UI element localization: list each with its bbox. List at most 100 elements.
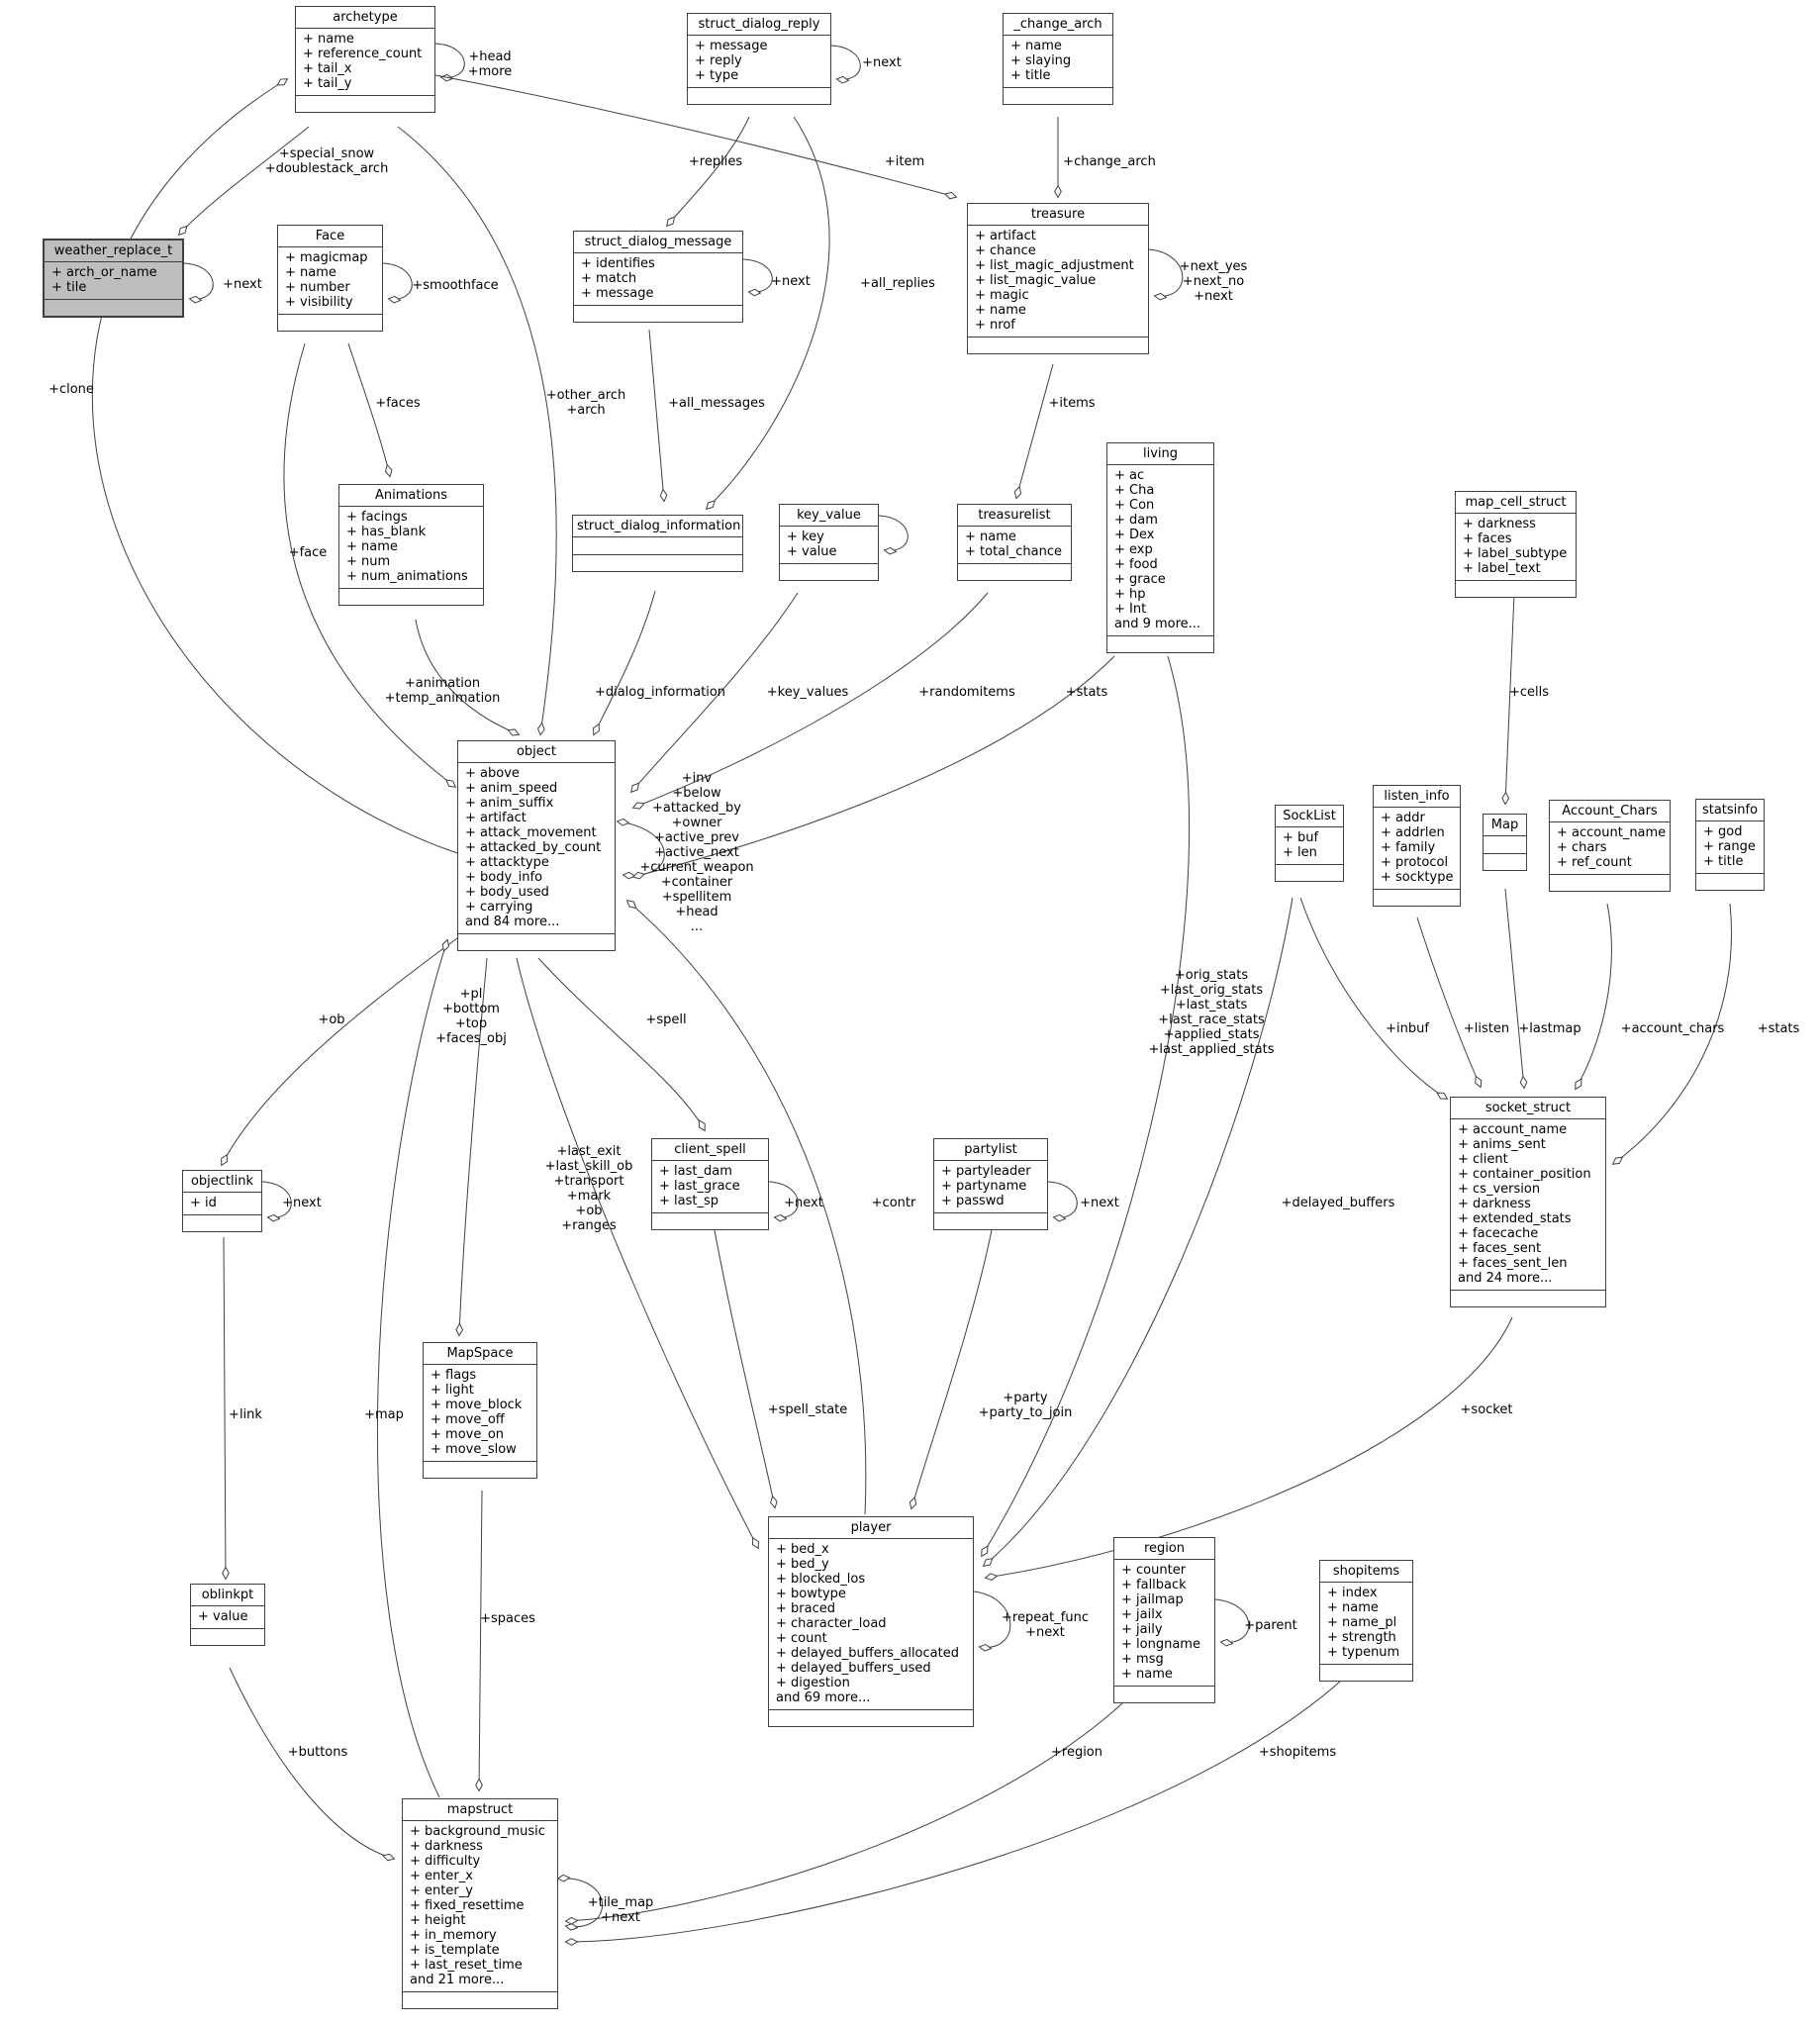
class-attribute: + addrlen	[1381, 825, 1445, 840]
class-attribute: + character_load	[776, 1616, 887, 1631]
class-attributes: + arch_or_name+ tile	[45, 262, 182, 300]
class-box-statsinfo[interactable]: statsinfo+ god+ range+ title	[1695, 799, 1765, 891]
class-box-player[interactable]: player+ bed_x+ bed_y+ blocked_los+ bowty…	[768, 1516, 974, 1727]
class-attribute: + title	[1703, 854, 1744, 869]
class-attributes: + last_dam+ last_grace+ last_sp	[652, 1161, 768, 1213]
edge-label-line: +last_stats	[1175, 998, 1248, 1013]
class-title: listen_info	[1374, 786, 1460, 808]
class-box-object[interactable]: object+ above+ anim_speed+ anim_suffix+ …	[457, 740, 616, 951]
edge-label-line: +applied_stats	[1163, 1027, 1260, 1042]
edge-label-line: +dialog_information	[594, 685, 726, 700]
class-box-Animations[interactable]: Animations+ facings+ has_blank+ name+ nu…	[338, 484, 484, 606]
class-box-weather_replace_t[interactable]: weather_replace_t+ arch_or_name+ tile	[43, 239, 184, 318]
class-attributes: + message+ reply+ type	[688, 36, 830, 88]
class-box-objectlink[interactable]: objectlink+ id	[182, 1170, 262, 1232]
edge-label-line: +mark	[566, 1189, 612, 1204]
class-methods-empty	[1374, 890, 1460, 906]
class-attribute: + last_dam	[659, 1164, 732, 1179]
class-attribute: + Dex	[1114, 528, 1155, 542]
class-box-listen_info[interactable]: listen_info+ addr+ addrlen+ family+ prot…	[1373, 785, 1461, 907]
class-box-Account_Chars[interactable]: Account_Chars+ account_name+ chars+ ref_…	[1549, 800, 1671, 892]
class-box-map_cell_struct[interactable]: map_cell_struct+ darkness+ faces+ label_…	[1455, 491, 1577, 598]
class-box-archetype[interactable]: archetype+ name+ reference_count+ tail_x…	[295, 6, 435, 113]
class-methods-empty	[688, 88, 830, 104]
class-box-region[interactable]: region+ counter+ fallback+ jailmap+ jail…	[1113, 1537, 1215, 1703]
edge-label-line: +item	[884, 154, 925, 169]
class-box-treasurelist[interactable]: treasurelist+ name+ total_chance	[957, 504, 1072, 581]
class-title: Map	[1484, 815, 1526, 836]
class-attribute: + chance	[975, 243, 1036, 258]
class-box-MapSpace[interactable]: MapSpace+ flags+ light+ move_block+ move…	[423, 1342, 537, 1479]
class-methods-empty	[183, 1215, 261, 1231]
edge-label-all-messages: +all_messages	[668, 396, 765, 411]
edge-label-line: +all_replies	[860, 276, 935, 291]
class-title: socket_struct	[1451, 1098, 1605, 1119]
class-box-struct_dialog_reply[interactable]: struct_dialog_reply+ message+ reply+ typ…	[687, 13, 831, 105]
class-box-socket_struct[interactable]: socket_struct+ account_name+ anims_sent+…	[1450, 1097, 1606, 1307]
edge-label-object-self: +inv+below+attacked_by+owner+active_prev…	[639, 771, 753, 934]
edge-label-line: +bottom	[442, 1002, 500, 1016]
class-attributes: + partyleader+ partyname+ passwd	[934, 1161, 1047, 1213]
class-attribute: + type	[695, 68, 739, 83]
class-attribute: + bowtype	[776, 1587, 846, 1601]
class-box-Face[interactable]: Face+ magicmap+ name+ number+ visibility	[277, 225, 383, 332]
edge-keyvalue-next	[878, 515, 909, 555]
edge-face	[283, 342, 457, 788]
edge-label-socket: +socket	[1461, 1402, 1513, 1417]
class-attribute: + background_music	[410, 1824, 545, 1839]
class-attributes: + key+ value	[780, 527, 878, 564]
class-attribute: + jaily	[1121, 1622, 1163, 1637]
class-attribute: + index	[1327, 1586, 1378, 1600]
edge-label-line: +repeat_func	[1002, 1610, 1089, 1625]
class-attribute: + value	[198, 1609, 248, 1624]
class-attribute: + jailmap	[1121, 1592, 1184, 1607]
edge-label-pl-group: +pl+bottom+top+faces_obj	[435, 987, 507, 1046]
class-box-change_arch[interactable]: _change_arch+ name+ slaying+ title	[1003, 13, 1113, 105]
class-attribute: + msg	[1121, 1652, 1164, 1667]
class-box-SockList[interactable]: SockList+ buf+ len	[1275, 805, 1344, 882]
edge-label-face: +face	[289, 545, 328, 560]
class-attribute: + hp	[1114, 587, 1146, 602]
edge-label-line: +last_skill_ob	[544, 1159, 633, 1174]
class-methods-empty	[1696, 874, 1764, 890]
class-attributes: + index+ name+ name_pl+ strength+ typenu…	[1320, 1583, 1412, 1665]
edge-party	[909, 1229, 993, 1510]
class-attribute: + range	[1703, 839, 1756, 854]
class-box-mapstruct[interactable]: mapstruct+ background_music+ darkness+ d…	[402, 1798, 558, 2009]
class-title: oblinkpt	[191, 1585, 264, 1606]
class-title: MapSpace	[424, 1343, 536, 1365]
class-attribute: + facecache	[1458, 1226, 1539, 1241]
class-box-partylist[interactable]: partylist+ partyleader+ partyname+ passw…	[933, 1138, 1048, 1230]
edge-label-randomitems: +randomitems	[918, 685, 1014, 700]
class-methods-empty	[934, 1213, 1047, 1229]
class-box-Map[interactable]: Map	[1483, 814, 1527, 871]
edge-label-line: +doublestack_arch	[264, 161, 389, 176]
edge-label-line: +key_values	[766, 685, 849, 700]
class-box-struct_dialog_message[interactable]: struct_dialog_message+ identifies+ match…	[573, 231, 743, 323]
class-box-treasure[interactable]: treasure+ artifact+ chance+ list_magic_a…	[967, 203, 1149, 354]
class-title: key_value	[780, 505, 878, 527]
class-box-living[interactable]: living+ ac+ Cha+ Con+ dam+ Dex+ exp+ foo…	[1106, 442, 1214, 653]
class-title: _change_arch	[1004, 14, 1112, 36]
edge-label-delayed-buffers: +delayed_buffers	[1282, 1196, 1395, 1210]
edge-treasure-next	[1148, 248, 1184, 301]
class-methods-empty	[769, 1710, 973, 1726]
edge-label-line: +items	[1048, 396, 1096, 411]
class-attribute: + tile	[51, 280, 87, 295]
class-box-struct_dialog_information[interactable]: struct_dialog_information	[572, 515, 743, 572]
class-methods-empty	[780, 564, 878, 580]
edge-player-repeat	[973, 1591, 1011, 1652]
class-box-shopitems[interactable]: shopitems+ index+ name+ name_pl+ strengt…	[1319, 1560, 1413, 1682]
class-box-oblinkpt[interactable]: oblinkpt + value	[190, 1584, 265, 1646]
edge-label-line: +transport	[553, 1174, 624, 1189]
edge-faces	[347, 342, 393, 478]
class-box-client_spell[interactable]: client_spell+ last_dam+ last_grace+ last…	[651, 1138, 769, 1230]
class-methods-empty	[958, 564, 1071, 580]
class-methods-empty	[1320, 1665, 1412, 1681]
edge-orig-stats	[981, 655, 1191, 1558]
class-box-key_value[interactable]: key_value+ key+ value	[779, 504, 879, 581]
class-attribute: + visibility	[285, 295, 353, 310]
class-attribute: + fixed_resettime	[410, 1898, 525, 1913]
class-attribute: + delayed_buffers_used	[776, 1661, 931, 1676]
class-attribute: + light	[431, 1383, 474, 1398]
